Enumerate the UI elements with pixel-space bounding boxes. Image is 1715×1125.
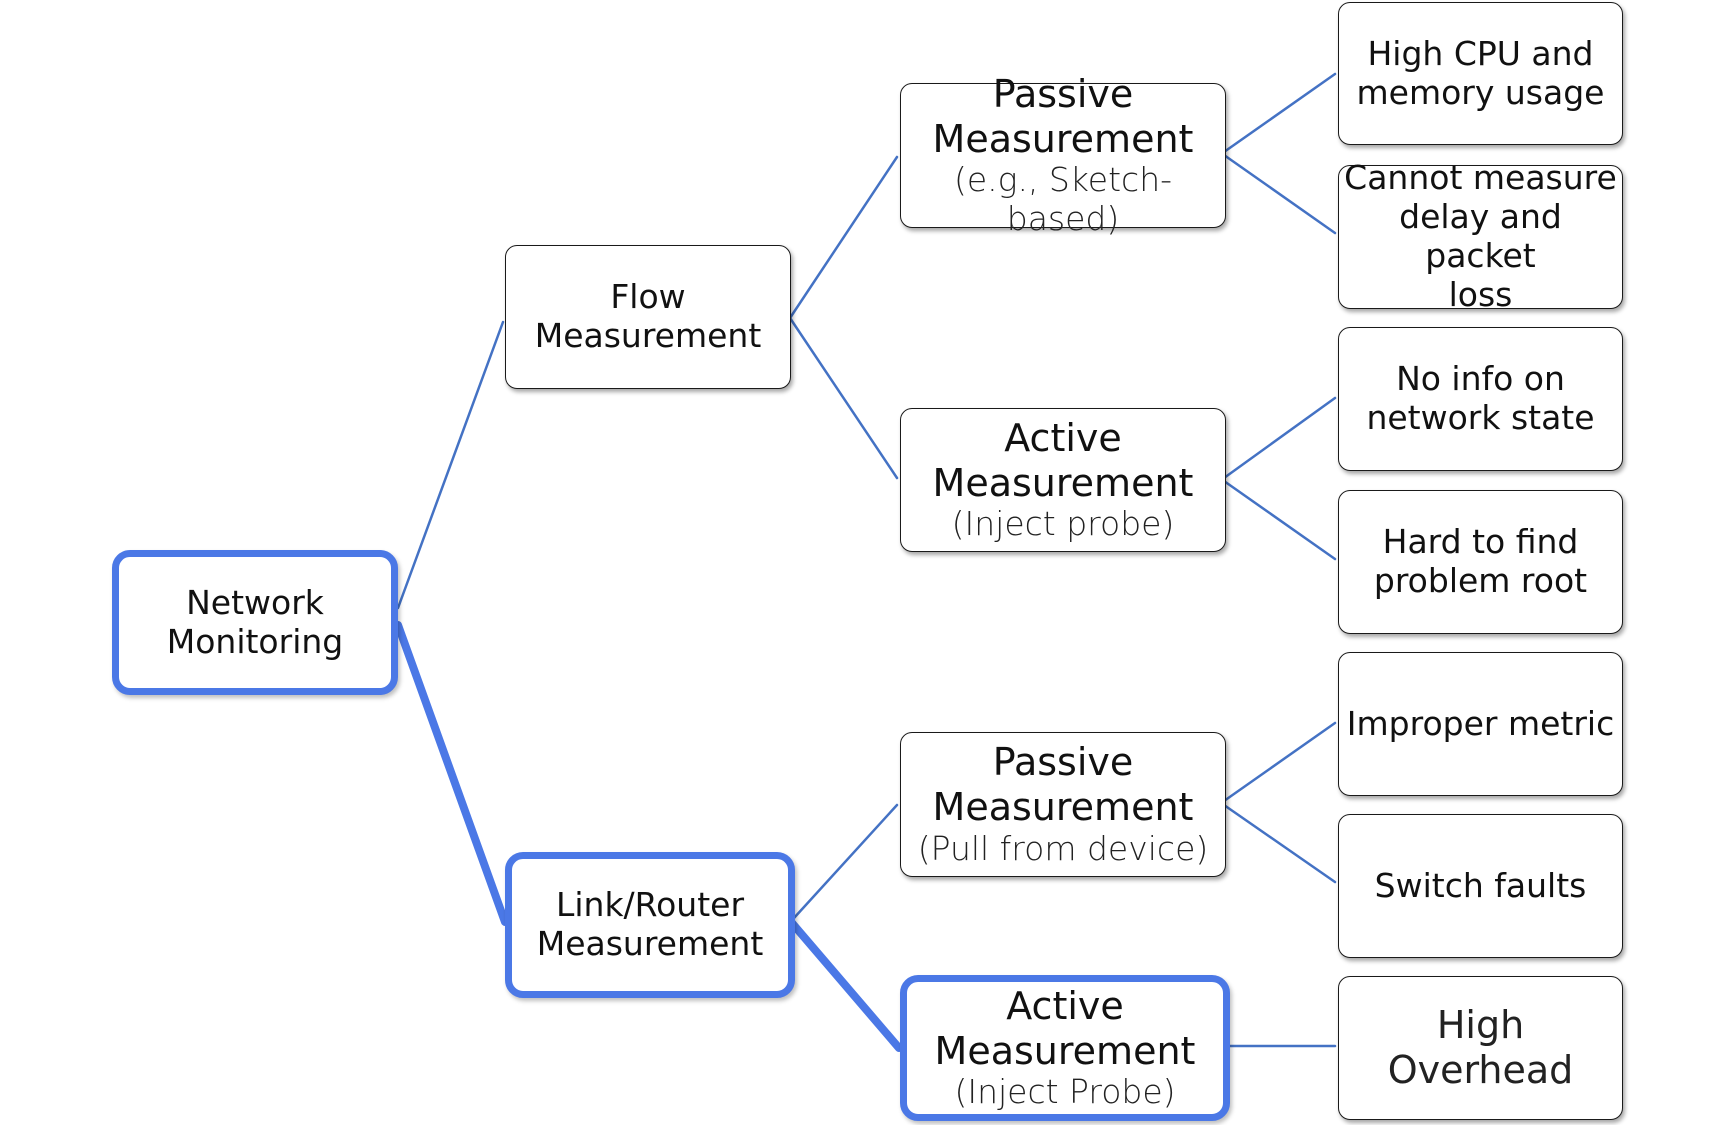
connector-active-noinfo xyxy=(1222,396,1337,480)
flow-passive-measurement-node[interactable]: Passive Measurement (e.g., Sketch-based) xyxy=(900,72,1226,238)
node-label-line1: Passive xyxy=(992,740,1134,785)
issue-high-cpu-node[interactable]: High CPU and memory usage xyxy=(1338,2,1623,145)
issue-hard-root-node[interactable]: Hard to find problem root xyxy=(1338,490,1623,634)
highlight-linkrouter-active xyxy=(788,919,903,1052)
connector-flow-passive xyxy=(788,155,899,320)
issue-label-line1: Hard to find xyxy=(1382,522,1579,562)
node-label-line1: Active xyxy=(1006,983,1124,1028)
node-label-line1: Passive xyxy=(992,71,1134,116)
highlight-root-linkrouter xyxy=(394,621,509,926)
node-label-line1: Active xyxy=(1004,415,1122,460)
issue-no-delay-loss-node[interactable]: Cannot measure delay and packet loss xyxy=(1338,158,1623,314)
node-label-line2: Monitoring xyxy=(166,621,344,661)
node-label-line2: Measurement xyxy=(536,924,764,963)
connector-lr-passive xyxy=(792,803,899,920)
issue-no-network-info-node[interactable]: No info on network state xyxy=(1338,327,1623,471)
connector-passive-nodelay xyxy=(1222,153,1337,235)
issue-label-line2: memory usage xyxy=(1356,72,1605,112)
node-label-line2: Measurement xyxy=(932,116,1194,161)
node-label-line1: Link/Router xyxy=(555,885,745,925)
node-note: (Inject Probe) xyxy=(954,1072,1176,1112)
flow-measurement-node[interactable]: Flow Measurement xyxy=(505,245,791,389)
link-router-measurement-node[interactable]: Link/Router Measurement xyxy=(505,852,795,998)
node-label-line1: Network xyxy=(186,582,324,622)
node-label-line2: Measurement xyxy=(932,460,1194,505)
network-monitoring-node[interactable]: Network Monitoring xyxy=(112,550,398,695)
issue-improper-metric-node[interactable]: Improper metric xyxy=(1338,652,1623,796)
issue-label-line2: delay and packet xyxy=(1399,197,1562,275)
issue-label-line2: network state xyxy=(1366,398,1595,437)
node-label-line2: Measurement xyxy=(932,785,1194,830)
connector-active-hardroot xyxy=(1222,479,1337,561)
linkrouter-active-measurement-node[interactable]: Active Measurement (Inject Probe) xyxy=(900,975,1230,1121)
connector-passive-highcpu xyxy=(1222,72,1337,154)
issue-label-line2: problem root xyxy=(1373,561,1588,600)
issue-label-line1: Improper metric xyxy=(1346,703,1615,743)
issue-label-line1: No info on xyxy=(1396,359,1565,399)
node-note: (Pull from device) xyxy=(917,828,1209,868)
connector-root-flow xyxy=(396,320,505,610)
issue-label-line1: High CPU and xyxy=(1367,33,1594,73)
node-label-line1: Flow xyxy=(610,277,686,317)
issue-label-line1: High Overhead xyxy=(1387,1003,1574,1092)
node-note: (Inject probe) xyxy=(951,504,1175,544)
issue-label-line1: Cannot measure xyxy=(1344,158,1617,198)
node-note: (e.g., Sketch-based) xyxy=(953,160,1173,239)
linkrouter-passive-measurement-node[interactable]: Passive Measurement (Pull from device) xyxy=(900,732,1226,877)
issue-label-line1: Switch faults xyxy=(1374,865,1587,905)
node-label-line2: Measurement xyxy=(534,316,762,355)
connector-flow-active xyxy=(788,316,899,480)
issue-label-line3: loss xyxy=(1448,274,1513,314)
node-label-line2: Measurement xyxy=(934,1028,1196,1073)
connector-lrpassive-improper xyxy=(1222,721,1337,803)
connector-lrpassive-switch xyxy=(1222,803,1337,884)
flow-active-measurement-node[interactable]: Active Measurement (Inject probe) xyxy=(900,408,1226,552)
issue-switch-faults-node[interactable]: Switch faults xyxy=(1338,814,1623,958)
issue-high-overhead-node[interactable]: High Overhead xyxy=(1338,976,1623,1120)
